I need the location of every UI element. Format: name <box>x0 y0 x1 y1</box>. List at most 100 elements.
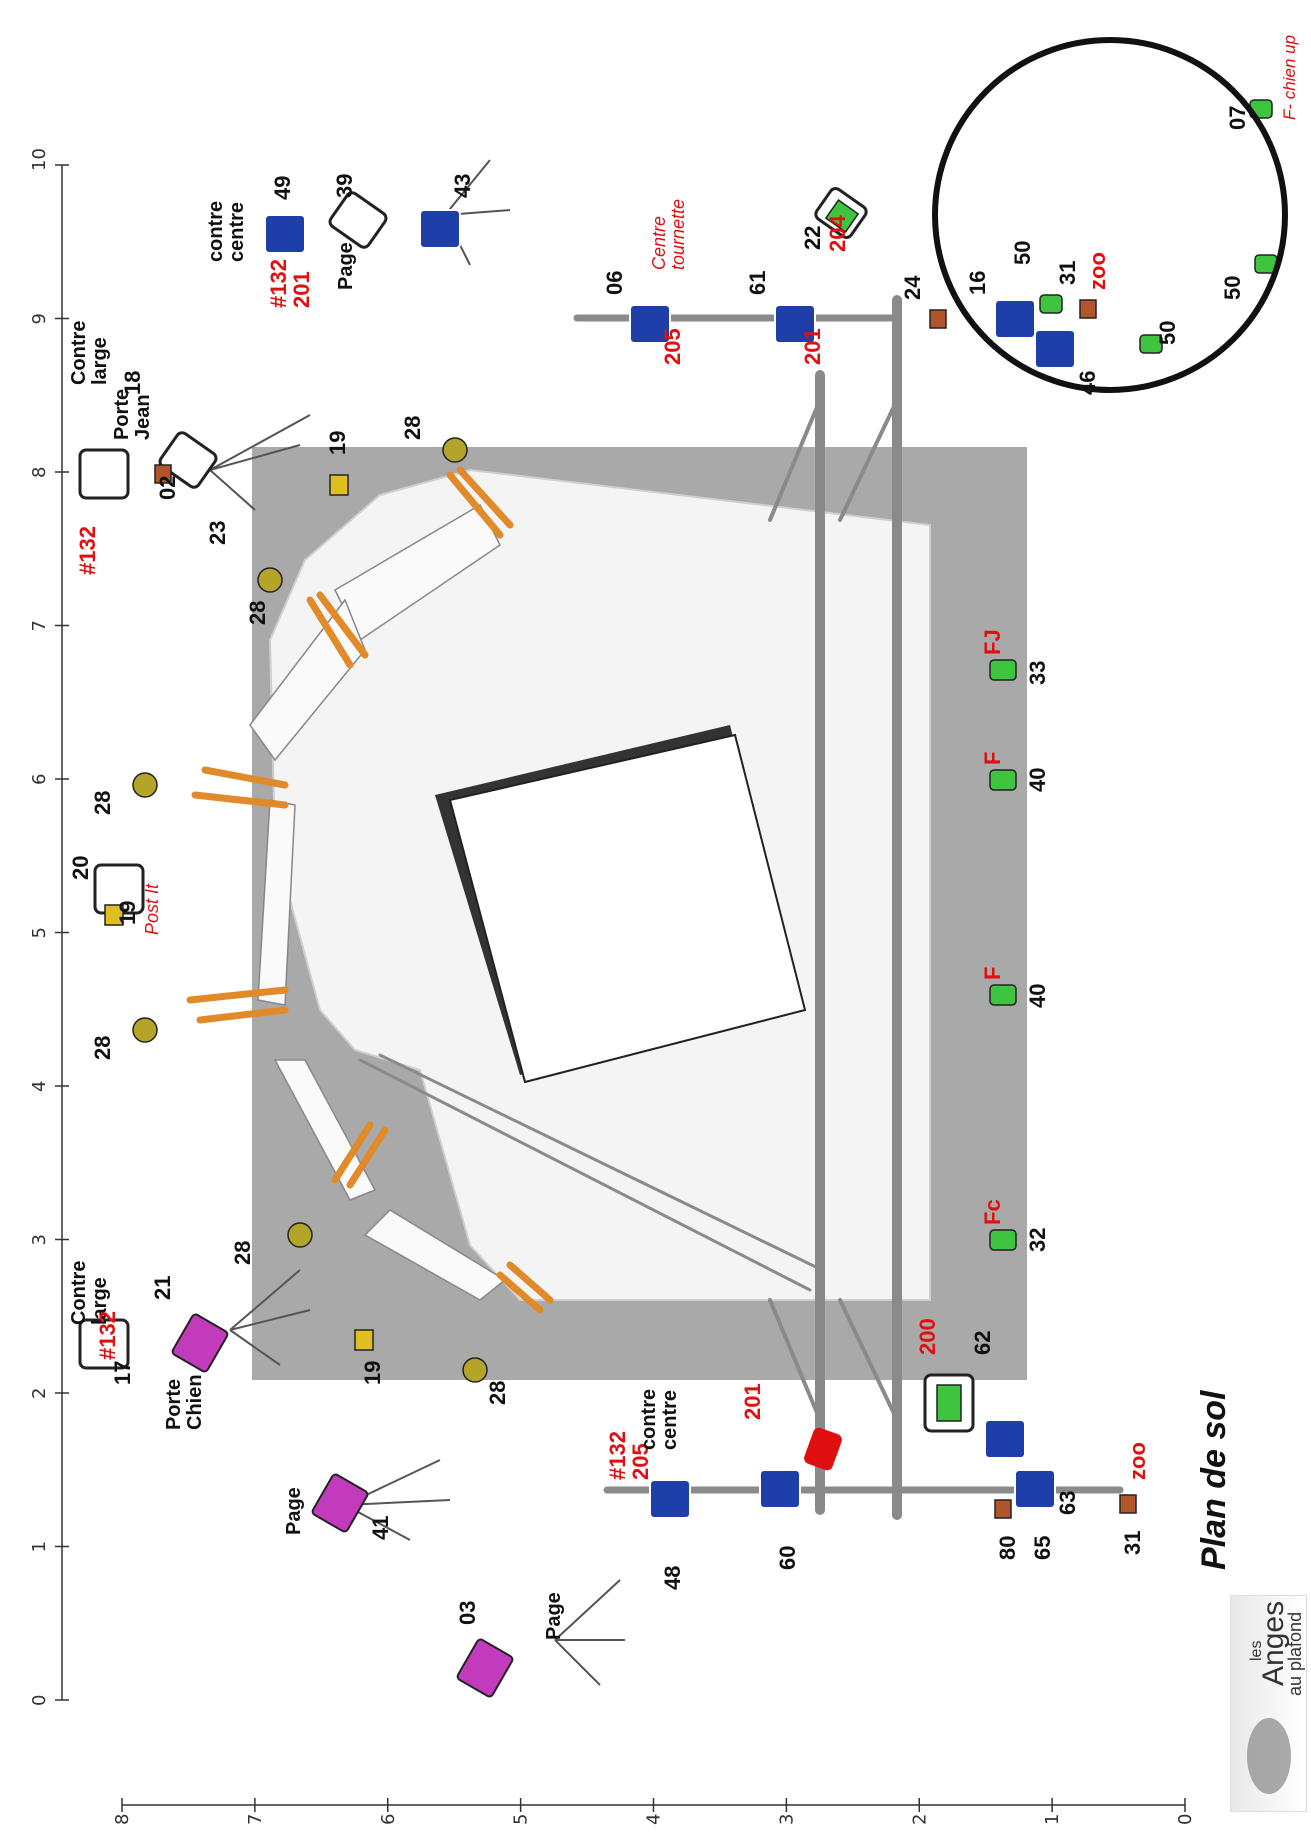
chien-up-circle <box>932 37 1288 393</box>
olive-lamps <box>132 437 488 1383</box>
label-48: 48 <box>660 1566 685 1590</box>
fixture-18-icon <box>78 448 130 500</box>
top-axis-tick-label: 8 <box>29 467 50 478</box>
label-page-41: Page <box>283 1487 305 1535</box>
lamp-19b-icon <box>104 904 124 926</box>
label-07: 07 <box>1225 106 1250 130</box>
fixture-17-icon <box>78 1318 130 1370</box>
logo-image: les Anges au plafond <box>1230 1595 1307 1812</box>
fixture-16-icon <box>994 299 1036 339</box>
fixture-06-icon <box>629 304 671 344</box>
fixture-50b-icon <box>1139 334 1163 354</box>
label-06: 06 <box>602 271 627 295</box>
label-41: 41 <box>368 1516 393 1540</box>
fixture-61-icon <box>774 304 816 344</box>
label-200: 200 <box>915 1318 940 1355</box>
yellow-lamps <box>104 474 374 1351</box>
lamp-02-icon <box>154 464 172 484</box>
label-50-a: 50 <box>1010 241 1035 265</box>
top-axis-tick-label: 5 <box>29 927 50 938</box>
label-19-b: 19 <box>115 901 140 925</box>
central-platform <box>435 725 807 1084</box>
fixture-62-icon <box>936 1384 962 1422</box>
label-49: 49 <box>270 176 295 200</box>
fixture-40a-icon <box>989 769 1017 791</box>
label-fj: FJ <box>980 629 1005 655</box>
tripod-stands <box>209 159 625 1686</box>
fixture-32-icon <box>989 1229 1017 1251</box>
labels: contrecentre 49 39 Page 43 #132 201 Contr… <box>68 35 1299 1640</box>
top-axis-tick-label: 10 <box>29 148 50 171</box>
lamp-19c-icon <box>354 1329 374 1351</box>
logo-au-plafond: au plafond <box>1285 1612 1305 1696</box>
top-axis-tick-label: 0 <box>29 1695 50 1706</box>
left-axis-tick-label: 8 <box>112 1814 133 1825</box>
label-03: 03 <box>455 1601 480 1625</box>
label-132-205-bot: #132205 <box>605 1431 653 1480</box>
left-axis-tick-label: 2 <box>909 1814 930 1825</box>
left-axis-tick-label: 6 <box>378 1814 399 1825</box>
label-18: 18 <box>120 371 145 395</box>
lamp-31b-icon <box>1119 1494 1137 1514</box>
blue-fixtures <box>264 209 1076 1519</box>
label-40-a: 40 <box>1025 768 1050 792</box>
left-axis-tick-label: 4 <box>644 1814 665 1825</box>
fixture-39-icon <box>328 191 388 249</box>
fixture-46-icon <box>1034 329 1076 369</box>
top-axis-tick-label: 6 <box>29 774 50 785</box>
label-132-bot: #132 <box>95 1311 120 1360</box>
fixture-40b-icon <box>989 984 1017 1006</box>
magenta-fixtures <box>171 1313 514 1698</box>
label-contre-centre-bot: contrecentre <box>638 1389 681 1450</box>
top-axis-tick-label: 9 <box>29 313 50 324</box>
lamp-24-icon <box>929 309 947 329</box>
lamp-28a-icon <box>442 437 468 463</box>
label-62: 62 <box>970 1331 995 1355</box>
label-32: 32 <box>1025 1228 1050 1252</box>
top-axis-tick-label: 4 <box>29 1081 50 1092</box>
fixture-49-icon <box>264 214 306 254</box>
label-201-mid: 201 <box>800 328 825 365</box>
fixture-22-icon <box>824 199 860 233</box>
lamp-28f-icon <box>462 1357 488 1383</box>
label-132-top: #132 <box>75 526 100 575</box>
label-43: 43 <box>450 174 475 198</box>
logo-les: les <box>1248 1641 1265 1661</box>
label-fc: Fc <box>980 1199 1005 1225</box>
orange-booms <box>186 466 554 1314</box>
lamp-28c-icon <box>132 772 158 798</box>
label-80: 80 <box>995 1536 1020 1560</box>
label-contre-large-bot: Contrelarge <box>68 1261 111 1325</box>
fixture-23-icon <box>158 431 218 489</box>
label-201-bot: 201 <box>740 1383 765 1420</box>
label-zoo-bot: zoo <box>1125 1442 1150 1480</box>
fixture-21-icon <box>171 1313 229 1373</box>
label-28-c: 28 <box>90 791 115 815</box>
label-61: 61 <box>745 271 770 295</box>
left-axis-tick-label: 3 <box>776 1814 797 1825</box>
label-16: 16 <box>965 271 990 295</box>
label-f-2: F <box>980 967 1005 980</box>
left-axis-tick-label: 0 <box>1175 1814 1196 1825</box>
label-60: 60 <box>775 1546 800 1570</box>
label-19-a: 19 <box>325 431 350 455</box>
label-39: 39 <box>332 174 357 198</box>
label-centre-tournette: Centretournette <box>649 199 688 270</box>
green-fixtures <box>824 99 1278 1422</box>
fixture-33-icon <box>989 659 1017 681</box>
label-page-03: Page <box>543 1592 565 1640</box>
label-porte-jean: PorteJean <box>111 389 154 440</box>
lamp-80-icon <box>994 1499 1012 1519</box>
label-20: 20 <box>68 856 93 880</box>
plan-title: Plan de sol <box>1195 1389 1233 1570</box>
label-02: 02 <box>155 476 180 500</box>
label-contre-large-top: Contrelarge <box>68 321 111 385</box>
label-23: 23 <box>205 521 230 545</box>
label-f-1: F <box>980 752 1005 765</box>
label-f-chien-up: F- chien up <box>1280 35 1299 120</box>
label-31-bot: 31 <box>1120 1531 1145 1555</box>
